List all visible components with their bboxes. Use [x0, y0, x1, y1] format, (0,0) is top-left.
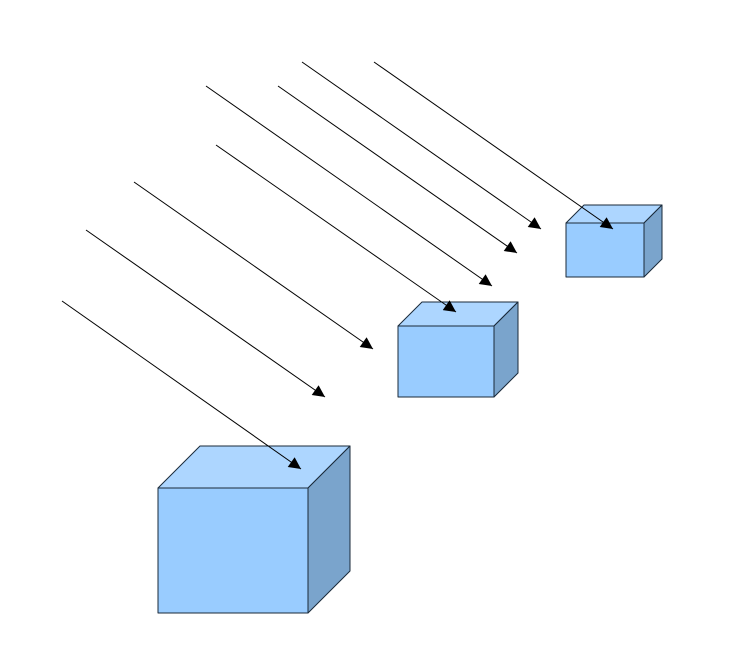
cube-front-face	[157, 487, 309, 614]
cube-front-face	[565, 222, 645, 278]
light-ray-arrow	[85, 229, 326, 398]
light-ray-arrow	[301, 61, 542, 230]
light-ray-arrow	[61, 300, 302, 470]
light-ray-arrow	[373, 61, 614, 230]
light-ray-arrow	[205, 85, 493, 287]
cube-front-face	[397, 325, 495, 398]
cube-large	[157, 445, 351, 614]
cube-medium	[397, 301, 519, 398]
light-ray-arrow	[133, 181, 374, 350]
light-ray-arrow	[215, 144, 457, 313]
cube-small	[565, 204, 663, 278]
light-ray-arrow	[277, 85, 518, 254]
